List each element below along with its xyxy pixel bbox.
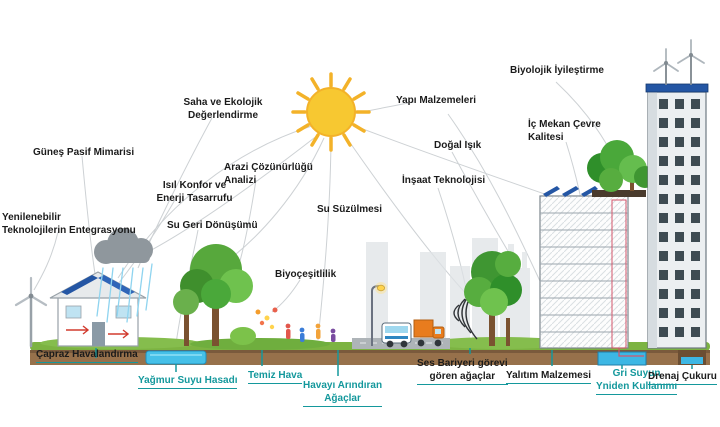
rooftop-solar-panel <box>645 83 709 93</box>
solar-panel-icon <box>61 275 98 295</box>
street-lamp-icon <box>371 282 387 346</box>
label-building-materials: Yapı Malzemeleri <box>396 95 477 106</box>
person-icon <box>299 327 305 342</box>
bus-icon <box>381 322 412 348</box>
people-icons <box>285 323 336 342</box>
rooftop-wind-turbines <box>653 39 705 85</box>
label-insulation-material: Yalıtım Malzemesi <box>506 369 592 384</box>
label-indoor-environment-quality: İç Mekan Çevre Kalitesi <box>528 119 601 143</box>
label-site-ecological-assessment: Saha ve Ekolojik Değerlendirme <box>183 97 263 121</box>
house-door <box>92 322 105 346</box>
biodiversity-dots <box>255 307 278 330</box>
label-renewable-integration: Yenilenebilir Teknolojilerin Entegrasyon… <box>2 212 136 236</box>
label-biodiversity: Biyoçeşitlilik <box>275 269 337 280</box>
airflow-arrow-icon <box>66 325 90 335</box>
house-window <box>65 305 82 319</box>
skyscraper-icon <box>645 83 709 349</box>
window-grid <box>658 98 704 344</box>
label-drainage-pit: Drenaj Çukuru <box>648 370 717 385</box>
person-icon <box>330 328 336 342</box>
label-thermal-comfort: Isıl Konfor ve Enerji Tasarrufu <box>156 180 233 204</box>
greywater-pipe <box>618 348 644 357</box>
park-trees <box>173 244 256 346</box>
greywater-tank <box>597 351 647 366</box>
sun-icon <box>291 72 371 152</box>
label-construction-technology: İnşaat Teknolojisi <box>402 175 486 186</box>
label-solar-passive-architecture: Güneş Pasif Mimarisi <box>33 147 135 158</box>
truck-icon <box>413 319 445 347</box>
label-air-purifying-trees: Havayı Arındıran Ağaçlar <box>303 379 383 407</box>
label-land-analysis: Arazi Çözünürlüğü Analizi <box>224 162 313 186</box>
label-water-filtration: Su Süzülmesi <box>317 204 383 215</box>
solar-panel-icon <box>98 275 135 295</box>
label-natural-light: Doğal Işık <box>434 140 482 151</box>
label-sound-barrier-trees: Ses Bariyeri görevi gören ağaçlar <box>417 357 508 385</box>
airflow-arrow-icon <box>108 329 130 339</box>
sound-barrier-trees <box>464 251 522 346</box>
wind-turbine-icon <box>14 276 48 348</box>
label-biological-improvement: Biyolojik İyileştirme <box>510 65 604 76</box>
label-water-recycling: Su Geri Dönüşümü <box>167 220 258 231</box>
rain-cloud-icon <box>94 228 153 323</box>
label-pointer-ticks <box>95 348 693 376</box>
rooftop-solar-panels <box>543 186 598 197</box>
label-clean-air: Temiz Hava <box>248 369 303 384</box>
label-cross-ventilation: Çapraz Havalandırma <box>36 348 138 363</box>
person-icon <box>285 323 291 339</box>
label-rainwater-harvesting: Yağmur Suyu Hasadı <box>138 374 238 389</box>
drainage-pit <box>678 350 706 365</box>
rainwater-pond <box>145 350 207 365</box>
label-greywater-reuse: Gri Suyun Yniden Kullanımı <box>596 367 678 395</box>
person-icon <box>315 323 321 339</box>
rain-streaks <box>96 263 153 323</box>
apartment-building-icon <box>539 186 644 357</box>
